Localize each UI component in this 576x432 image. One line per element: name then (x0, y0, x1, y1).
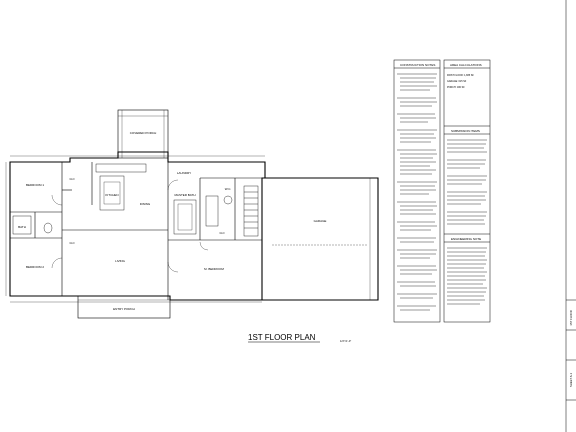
engineering-note-body (447, 247, 487, 305)
label-master-bath: MASTER BATH (174, 193, 195, 197)
house-outline (9, 151, 266, 301)
label-covered-porch: COVERED PORCH (130, 131, 157, 135)
drawing-title: 1ST FLOOR PLAN (248, 333, 316, 342)
room-labels: COVERED PORCH BEDROOM 1 BEDROOM 2 BATH K… (18, 131, 326, 311)
fixtures (12, 163, 259, 237)
label-bedroom-1: BEDROOM 1 (26, 183, 44, 187)
interior-walls (10, 162, 262, 300)
notes-panel (393, 59, 491, 323)
engineering-note-title: ENGINEERING NOTE (451, 237, 481, 241)
area-line-1: FIRST FLOOR: 1,835 SF (447, 74, 474, 77)
label-living: LIVING (115, 259, 126, 263)
label-clo-3: CLO (220, 232, 225, 235)
area-line-2: GARAGE: 615 SF (447, 80, 467, 83)
label-entry-porch: ENTRY PORCH (113, 307, 135, 311)
door-swings (51, 179, 209, 273)
label-wc: W.C. (225, 187, 232, 191)
title-block-line-1: 1ST FLOOR (569, 310, 573, 326)
title-block-line-2: SHEET A-1 (569, 372, 573, 387)
submission-items-body (447, 139, 487, 225)
drawing-scale: 1/4"=1'-0" (340, 339, 351, 343)
area-calculations-title: AREA CALCULATIONS (450, 63, 482, 67)
submission-items-title: SUBMISSION ITEMS (451, 129, 480, 133)
label-clo-1: CLO (70, 178, 75, 181)
dimension-lines (5, 155, 265, 303)
label-kitchen: KITCHEN (105, 193, 118, 197)
garage-outline (262, 177, 379, 301)
label-bath: BATH (18, 225, 26, 229)
covered-porch (117, 109, 169, 159)
entry-porch (77, 295, 171, 319)
floor-plan (5, 109, 379, 319)
label-laundry: LAUNDRY (177, 171, 191, 175)
area-line-3: PORCH: 180 SF (447, 86, 465, 89)
construction-notes-body (397, 73, 437, 311)
title-block (565, 0, 576, 432)
label-master-bedroom: M. BEDROOM (204, 267, 224, 271)
label-bedroom-2: BEDROOM 2 (26, 265, 44, 269)
label-dining: DINING (140, 202, 151, 206)
notes-headings: CONSTRUCTION NOTES AREA CALCULATIONS SUB… (400, 63, 482, 241)
label-garage: GARAGE (314, 219, 327, 223)
label-clo-2: CLO (70, 242, 75, 245)
construction-notes-title: CONSTRUCTION NOTES (400, 63, 435, 67)
